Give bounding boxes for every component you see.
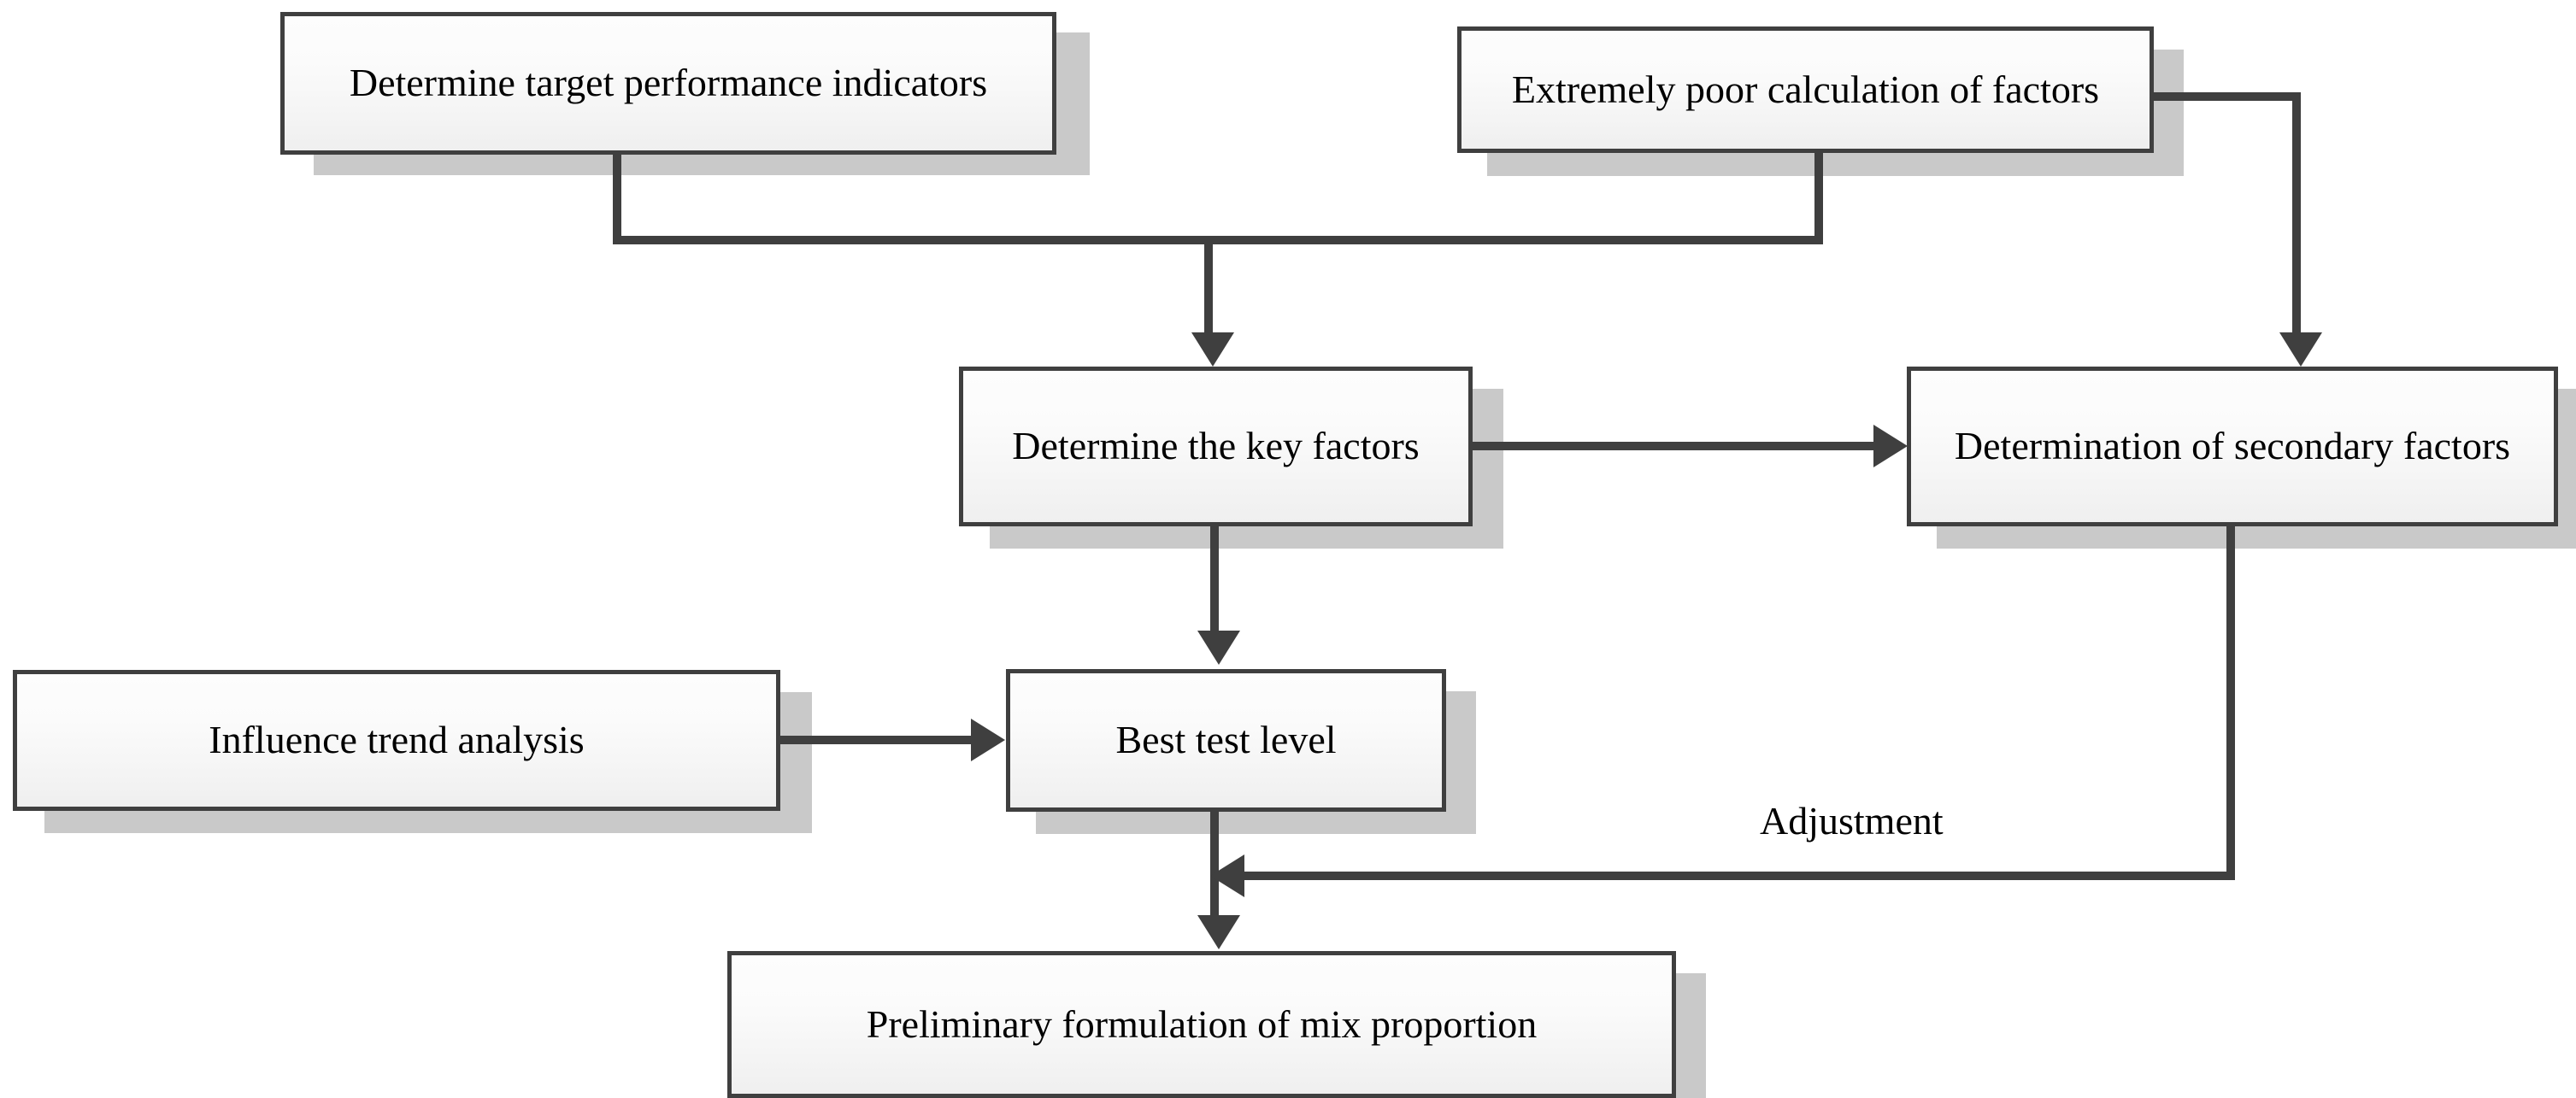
node-label-determine-the-key-factors: Determine the key factors — [1012, 424, 1420, 468]
edge-indicators-vertical-segment — [613, 150, 621, 244]
edge-label-adjustment: Adjustment — [1760, 799, 1944, 843]
edge-adjustment-horizontal-segment — [1244, 872, 2235, 880]
node-best-test-level[interactable]: Best test level — [1006, 669, 1446, 812]
node-label-determination-of-secondary-factors: Determination of secondary factors — [1954, 424, 2511, 468]
edge-key-to-secondary-horizontal-segment — [1470, 442, 1879, 450]
node-target-performance-indicators[interactable]: Determine target performance indicators — [280, 12, 1056, 155]
edge-key-factors-input-stem — [1204, 236, 1213, 337]
node-label-best-test-level: Best test level — [1115, 718, 1337, 762]
node-extremely-poor-calculation-of-factors[interactable]: Extremely poor calculation of factors — [1457, 26, 2154, 153]
node-influence-trend-analysis[interactable]: Influence trend analysis — [13, 670, 780, 811]
edge-key-to-best-arrowhead — [1197, 631, 1240, 665]
node-preliminary-formulation-of-mix-proportion[interactable]: Preliminary formulation of mix proportio… — [727, 951, 1676, 1098]
edge-poor-calculation-vertical-segment — [1814, 150, 1823, 244]
edge-poor-to-secondary-arrowhead — [2279, 332, 2322, 367]
node-determination-of-secondary-factors[interactable]: Determination of secondary factors — [1907, 367, 2558, 526]
node-label-extremely-poor-calculation-of-factors: Extremely poor calculation of factors — [1511, 67, 2100, 111]
edge-influence-to-best-arrowhead — [971, 719, 1005, 761]
edge-best-to-preliminary-arrowhead — [1197, 915, 1240, 949]
node-label-preliminary-formulation-of-mix-proportion: Preliminary formulation of mix proportio… — [866, 1001, 1538, 1046]
edge-key-to-best-vertical-segment — [1210, 524, 1219, 633]
edge-adjustment-arrowhead — [1210, 854, 1244, 897]
edge-indicators-horizontal-segment — [613, 236, 1823, 244]
edge-key-factors-input-arrowhead — [1191, 332, 1234, 367]
edge-influence-to-best-horizontal-segment — [778, 736, 976, 744]
edge-adjustment-vertical-segment — [2226, 524, 2235, 880]
edge-poor-to-secondary-horizontal-segment — [2147, 92, 2301, 101]
edge-poor-to-secondary-vertical-segment — [2292, 92, 2301, 340]
edge-key-to-secondary-arrowhead — [1873, 425, 1908, 467]
node-label-influence-trend-analysis: Influence trend analysis — [209, 718, 585, 762]
node-determine-the-key-factors[interactable]: Determine the key factors — [959, 367, 1473, 526]
node-label-target-performance-indicators: Determine target performance indicators — [349, 61, 988, 105]
